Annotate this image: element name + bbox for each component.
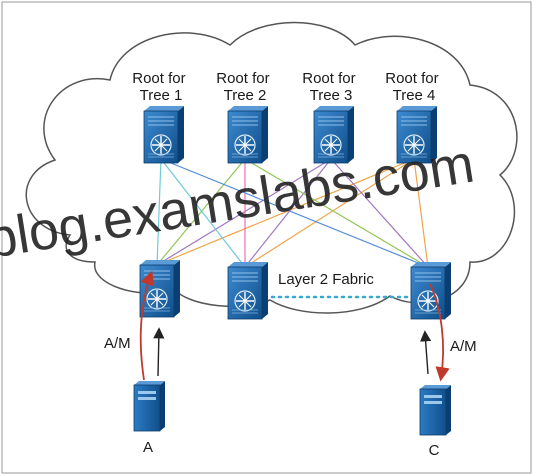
root-label-1-line1: Root for: [132, 70, 185, 87]
root-switch-tree-4-top: [397, 106, 437, 111]
server-host-a-drive: [138, 397, 156, 400]
root-label-4-line2: Tree 4: [393, 87, 436, 104]
root-label-4: Root for Tree 4: [385, 70, 443, 104]
root-switch-tree-1-emblem: [150, 134, 172, 156]
link-leaf1-root3: [156, 158, 332, 266]
flow-arrows: [139, 270, 450, 382]
link-leaf3-root1: [160, 158, 429, 268]
root-switch-tree-4-emblem-d2: [407, 138, 421, 152]
leaf-switch-left-top: [140, 260, 180, 265]
fabric-links: [156, 158, 429, 268]
root-switch-tree-2-top: [228, 106, 268, 111]
root-switch-tree-1-emblem-d2: [154, 138, 168, 152]
root-label-2-line2: Tree 2: [224, 87, 267, 104]
root-label-3-line2: Tree 3: [310, 87, 353, 104]
leaf-switch-middle: [227, 262, 268, 320]
root-switch-tree-1-top: [144, 106, 184, 111]
root-label-4-line1: Root for: [385, 70, 438, 87]
host-a-label: A: [143, 439, 153, 456]
root-switch-tree-3-side: [348, 106, 354, 163]
host-a-red-flow-arrow: [139, 270, 155, 381]
root-switch-tree-2-emblem-d2: [238, 138, 252, 152]
leaf-switch-left-side: [174, 260, 180, 317]
root-label-1: Root for Tree 1: [132, 70, 190, 104]
server-host-a-top: [134, 381, 165, 385]
host-c-label: C: [429, 442, 440, 459]
root-switch-tree-2-side: [262, 106, 268, 163]
leaf-switch-right-top: [411, 262, 451, 267]
leaf-switch-middle-emblem-d2: [238, 294, 252, 308]
server-host-c-drive: [424, 395, 442, 398]
server-host-c-drive: [424, 401, 442, 404]
leaf-switch-left-emblem: [146, 288, 168, 310]
root-label-1-line2: Tree 1: [140, 87, 183, 104]
host-c-red-flow-arrow: [429, 283, 450, 382]
root-switch-tree-3-top: [314, 106, 354, 111]
leaf-switch-right-emblem-d2: [421, 294, 435, 308]
root-label-3-line1: Root for: [302, 70, 355, 87]
server-host-a-side: [160, 381, 165, 431]
leaf-switch-middle-emblem: [234, 290, 256, 312]
root-switch-tree-3-emblem: [320, 134, 342, 156]
link-leaf1-root2: [156, 158, 246, 266]
fabric-nodes: [133, 106, 451, 436]
root-switch-tree-3: [313, 106, 354, 164]
leaf-switch-right: [410, 262, 451, 320]
layer2-fabric-label: Layer 2 Fabric: [278, 271, 374, 288]
root-label-3: Root for Tree 3: [302, 70, 360, 104]
root-switch-tree-3-emblem-d2: [324, 138, 338, 152]
root-switch-tree-4: [396, 106, 437, 164]
left-am-label: A/M: [104, 335, 131, 352]
fabric-cloud: [25, 21, 518, 314]
root-label-2-line1: Root for: [216, 70, 269, 87]
leaf-switch-left-emblem-d2: [150, 292, 164, 306]
right-am-label: A/M: [450, 338, 477, 355]
server-host-a-drive: [138, 391, 156, 394]
link-leaf3-root2: [244, 158, 429, 268]
server-host-c-top: [420, 385, 451, 389]
root-switch-tree-1: [143, 106, 184, 164]
host-c-black-flow-arrow: [420, 330, 432, 375]
leaf-switch-middle-side: [262, 262, 268, 319]
link-leaf3-root4: [413, 158, 429, 268]
server-host-c: [419, 385, 451, 436]
link-leaf1-root4: [156, 158, 415, 266]
leaf-switch-right-emblem: [417, 290, 439, 312]
root-label-2: Root for Tree 2: [216, 70, 274, 104]
root-switch-tree-4-emblem: [403, 134, 425, 156]
server-host-a: [133, 381, 165, 432]
host-a-black-flow-arrow: [153, 327, 165, 377]
root-switch-tree-1-side: [178, 106, 184, 163]
link-leaf2-root3: [244, 158, 332, 268]
root-switch-tree-4-side: [431, 106, 437, 163]
link-leaf2-root1: [160, 158, 246, 268]
link-leaf1-root1: [156, 158, 162, 266]
leaf-switch-right-side: [445, 262, 451, 319]
leaf-switch-middle-top: [228, 262, 268, 267]
server-host-c-side: [446, 385, 451, 435]
link-leaf3-root3: [330, 158, 429, 268]
root-switch-tree-2: [227, 106, 268, 164]
root-switch-tree-2-emblem: [234, 134, 256, 156]
link-leaf2-root4: [244, 158, 415, 268]
